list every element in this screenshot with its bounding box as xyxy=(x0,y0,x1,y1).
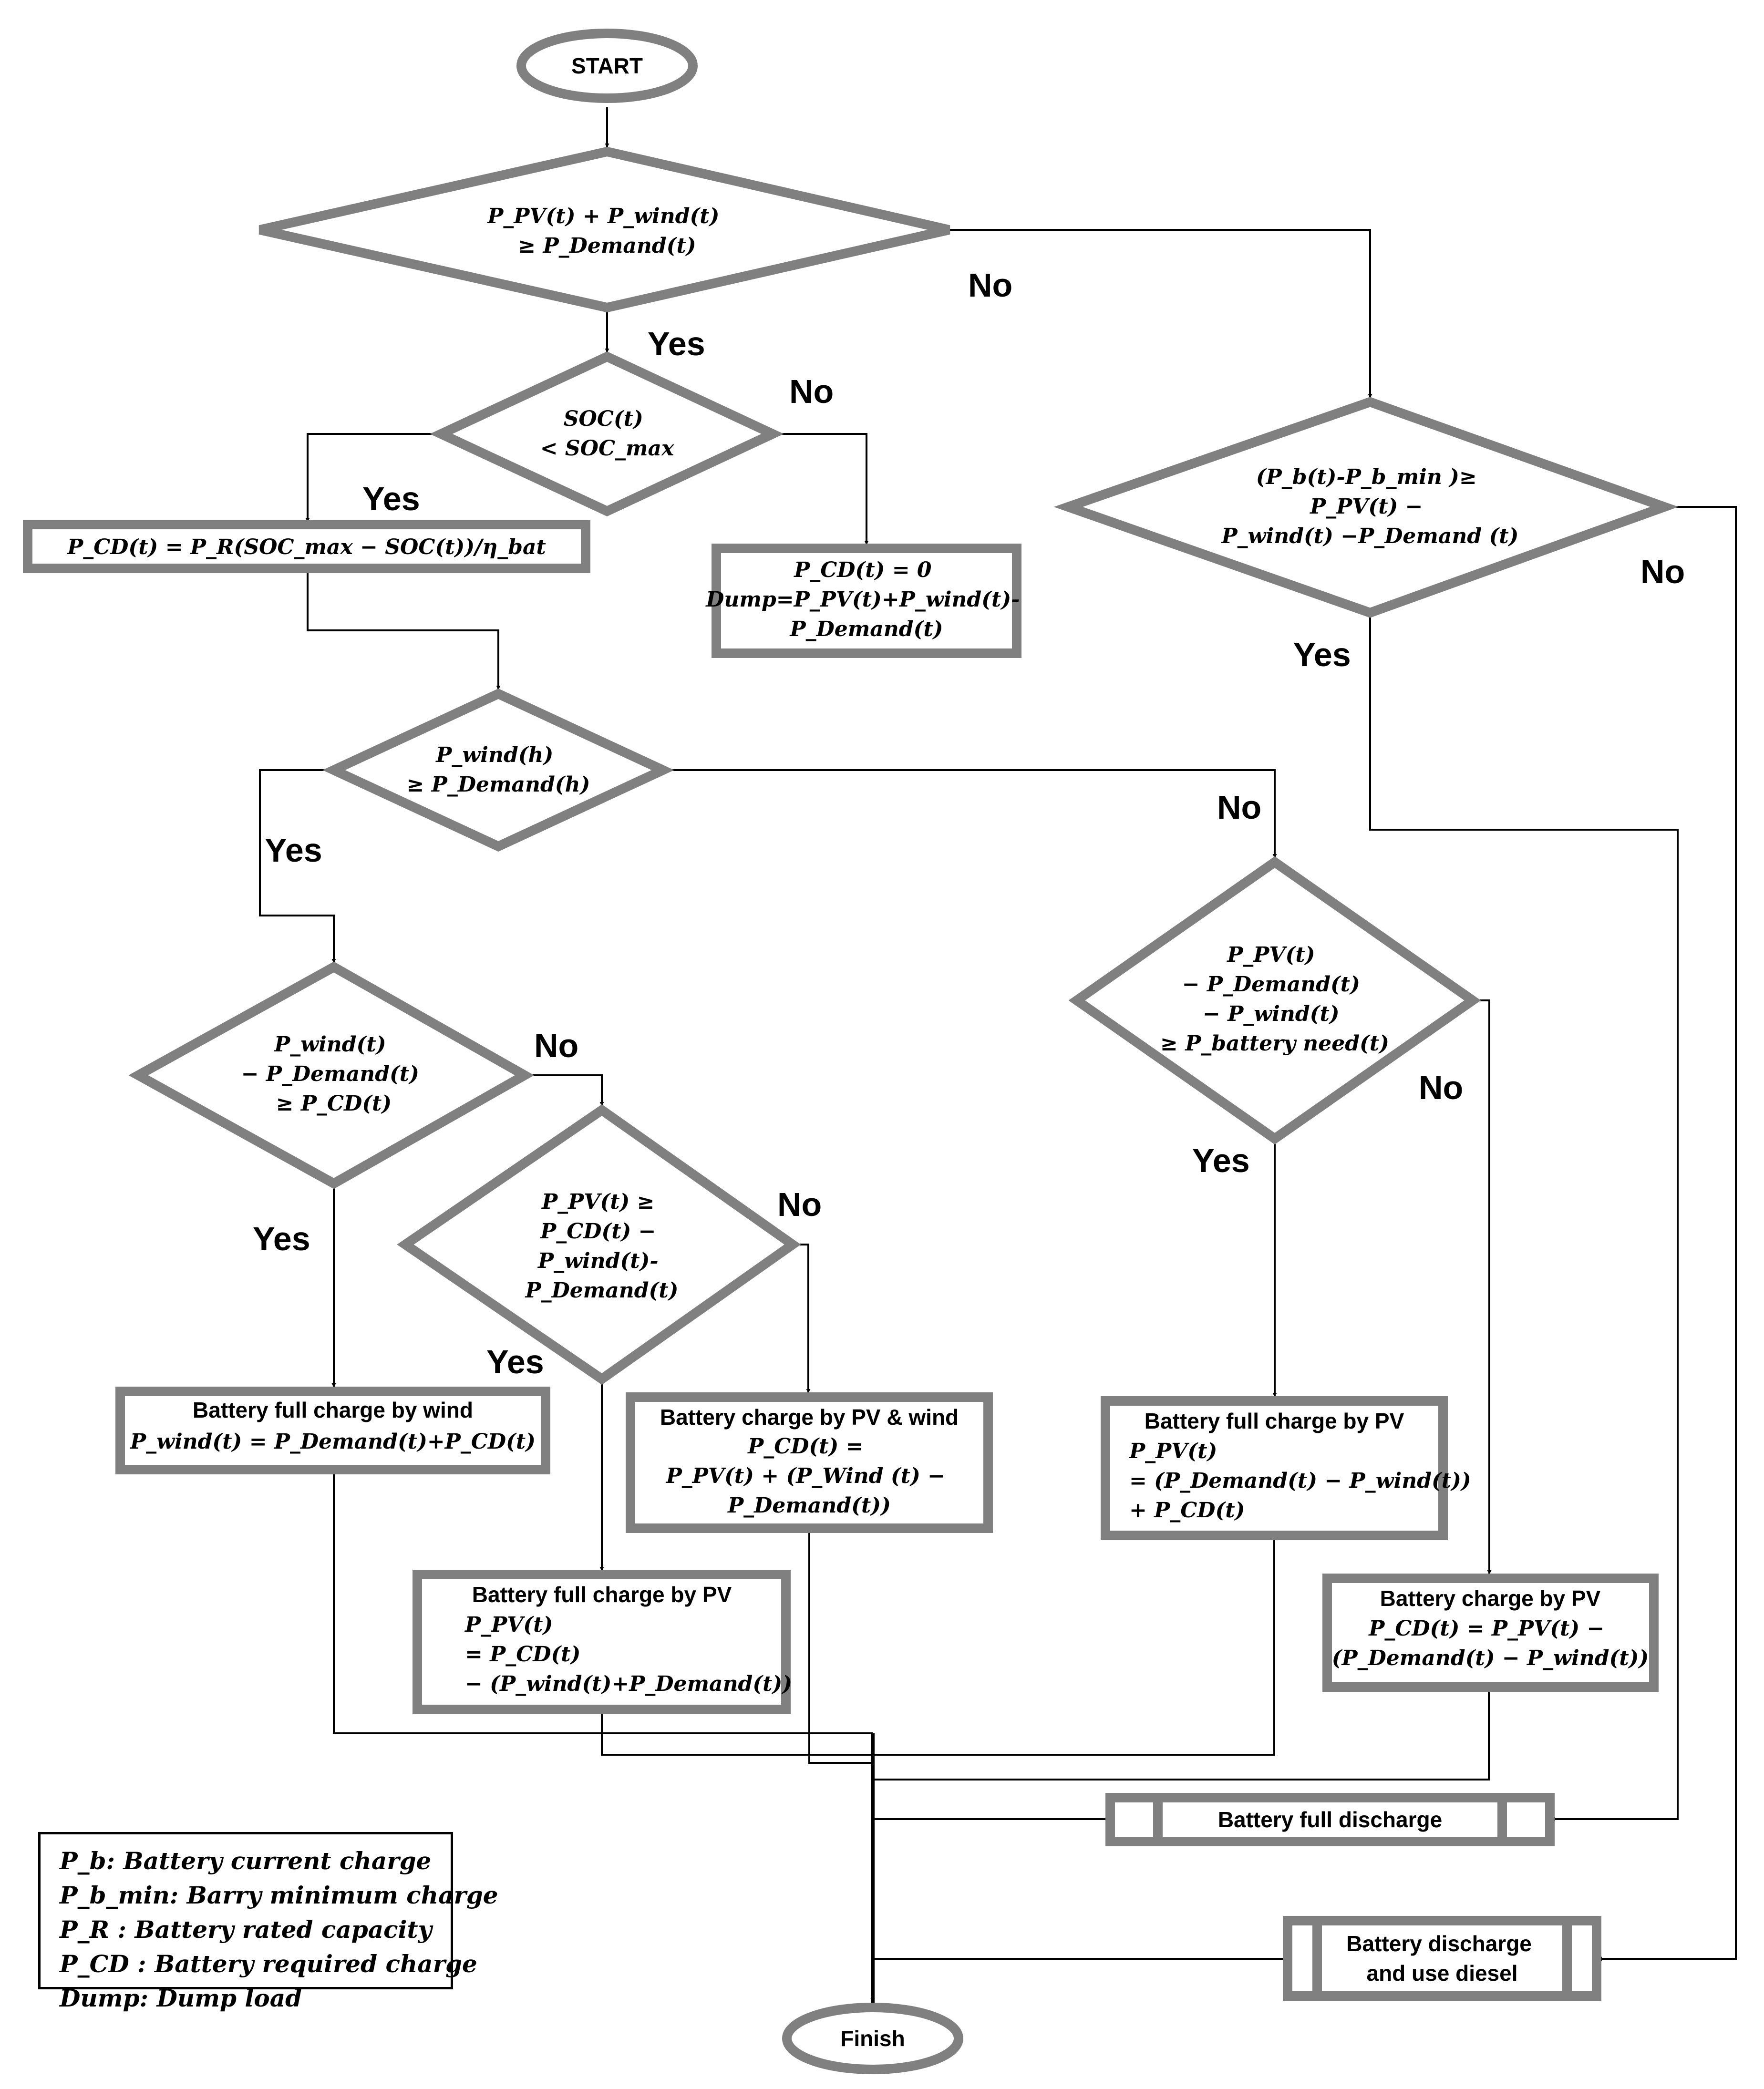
connector-d2-yes xyxy=(305,433,441,522)
process-full-charge-wind-text: P_wind(t) = P_Demand(t)+P_CD(t) xyxy=(129,1430,536,1454)
connector-d3-yes xyxy=(1369,617,1679,1821)
process-charge-pv-wind[interactable] xyxy=(626,1392,993,1533)
decision-wind-vs-demand-text: P_wind(h) ≥ P_Demand(h) xyxy=(407,743,590,797)
label-d7-no: No xyxy=(1419,1069,1463,1106)
connector-d6-no xyxy=(793,1244,811,1393)
connector-d4-yes xyxy=(259,769,336,963)
connector-d3-no xyxy=(1598,506,1737,1961)
finish-terminal[interactable] xyxy=(782,2003,963,2074)
legend-item-pbmin: P_b_min: Barry minimum charge xyxy=(60,1881,498,1909)
decision-wind-surplus[interactable] xyxy=(128,961,535,1189)
decision-soc-below-max[interactable] xyxy=(430,351,784,517)
process-full-charge-pv-b[interactable] xyxy=(1101,1396,1448,1540)
label-d6-yes: Yes xyxy=(486,1343,544,1380)
decision-pv-covers-deficit[interactable] xyxy=(397,1104,801,1385)
legend-item-pb: P_b: Battery current charge xyxy=(60,1847,432,1875)
process-full-charge-pv-a[interactable] xyxy=(413,1570,791,1714)
process-dump-load[interactable] xyxy=(712,544,1021,658)
shapes xyxy=(23,29,1679,2074)
process-pcd-formula[interactable] xyxy=(23,520,590,573)
label-d5-no: No xyxy=(534,1027,578,1064)
label-d2-yes: Yes xyxy=(362,480,420,517)
decision-wind-vs-demand[interactable] xyxy=(322,688,674,852)
legend-item-dump: Dump: Dump load xyxy=(60,1984,302,2012)
decision-pv-battery-need[interactable] xyxy=(1068,856,1481,1145)
process-dump-load-text: P_CD(t) = 0 Dump=P_PV(t)+P_wind(t)- P_De… xyxy=(705,558,1027,641)
branch-labels: No Yes No Yes No Yes No Yes No Yes No Ye… xyxy=(253,267,1685,1380)
connector-d2-no xyxy=(773,433,869,545)
process-full-charge-pv-a-text: P_PV(t) = P_CD(t) − (P_wind(t)+P_Demand(… xyxy=(464,1613,792,1696)
process-full-charge-wind-title: Battery full charge by wind xyxy=(193,1398,473,1422)
label-d3-no: No xyxy=(1640,553,1685,590)
connector-pv-wind-merge xyxy=(808,1528,873,1764)
label-d1-no: No xyxy=(968,267,1012,304)
process-full-charge-pv-b-text: P_PV(t) = (P_Demand(t) − P_wind(t)) + P_… xyxy=(1128,1439,1478,1523)
start-terminal[interactable] xyxy=(516,29,698,103)
process-charge-pv[interactable] xyxy=(1322,1574,1659,1692)
decision-power-vs-demand-text: P_PV(t) + P_wind(t) ≥ P_Demand(t) xyxy=(486,204,727,258)
finish-label: Finish xyxy=(840,2026,905,2051)
process-full-charge-wind[interactable] xyxy=(115,1387,550,1474)
process-charge-pv-text: P_CD(t) = P_PV(t) − (P_Demand(t) − P_win… xyxy=(1332,1616,1649,1670)
label-d3-yes: Yes xyxy=(1293,636,1351,673)
process-full-charge-pv-b-title: Battery full charge by PV xyxy=(1145,1409,1404,1433)
process-charge-pv-title: Battery charge by PV xyxy=(1380,1586,1601,1611)
predefined-full-discharge[interactable] xyxy=(1105,1793,1555,1846)
decision-battery-capacity[interactable] xyxy=(1053,397,1679,618)
connector-d4-no xyxy=(663,769,1277,858)
decision-power-vs-demand[interactable] xyxy=(258,146,950,313)
label-d4-yes: Yes xyxy=(265,832,322,869)
label-d7-yes: Yes xyxy=(1192,1142,1250,1179)
connector-full-pv-a-merge xyxy=(601,1527,1275,1756)
label-d1-yes: Yes xyxy=(648,325,705,362)
legend-box: P_b: Battery current charge P_b_min: Bar… xyxy=(38,1832,498,2012)
legend-item-pr: P_R : Battery rated capacity xyxy=(60,1915,432,1944)
predefined-discharge-diesel-label: Battery discharge and use diesel xyxy=(1346,1931,1537,1986)
process-pcd-formula-text: P_CD(t) = P_R(SOC_max − SOC(t))/η_bat xyxy=(66,535,546,559)
label-d5-yes: Yes xyxy=(253,1220,310,1257)
process-full-charge-pv-a-title: Battery full charge by PV xyxy=(472,1582,732,1607)
connector-d5-no xyxy=(525,1074,604,1106)
label-d4-no: No xyxy=(1217,789,1261,826)
decision-battery-capacity-text: (P_b(t)-P_b_min )≥ P_PV(t) − P_wind(t) −… xyxy=(1221,465,1519,548)
process-charge-pv-wind-text: P_CD(t) = P_PV(t) + (P_Wind (t) − P_Dema… xyxy=(665,1434,953,1518)
start-label: START xyxy=(571,53,643,78)
decision-pv-battery-need-text: P_PV(t) − P_Demand(t) − P_wind(t) ≥ P_ba… xyxy=(1160,943,1389,1056)
decision-soc-below-max-text: SOC(t) < SOC_max xyxy=(540,407,674,461)
label-d2-no: No xyxy=(789,373,834,410)
connector-charge-pv-merge xyxy=(873,1687,1490,1780)
label-d6-no: No xyxy=(777,1186,822,1223)
predefined-full-discharge-label: Battery full discharge xyxy=(1218,1807,1442,1832)
legend-item-pcd: P_CD : Battery required charge xyxy=(60,1950,477,1978)
decision-pv-covers-deficit-text: P_PV(t) ≥ P_CD(t) − P_wind(t)- P_Demand(… xyxy=(524,1190,678,1303)
decision-texts: P_PV(t) + P_wind(t) ≥ P_Demand(t) SOC(t)… xyxy=(241,204,1519,1303)
process-texts: P_CD(t) = P_R(SOC_max − SOC(t))/η_bat P_… xyxy=(66,535,1649,1986)
connector-full-wind-merge xyxy=(333,1470,873,1734)
process-charge-pv-wind-title: Battery charge by PV & wind xyxy=(660,1405,959,1430)
connector-d1-no xyxy=(949,229,1372,398)
predefined-discharge-diesel[interactable] xyxy=(1283,1916,1601,2001)
decision-wind-surplus-text: P_wind(t) − P_Demand(t) ≥ P_CD(t) xyxy=(241,1032,427,1116)
connector-pcd-d4 xyxy=(307,568,501,690)
